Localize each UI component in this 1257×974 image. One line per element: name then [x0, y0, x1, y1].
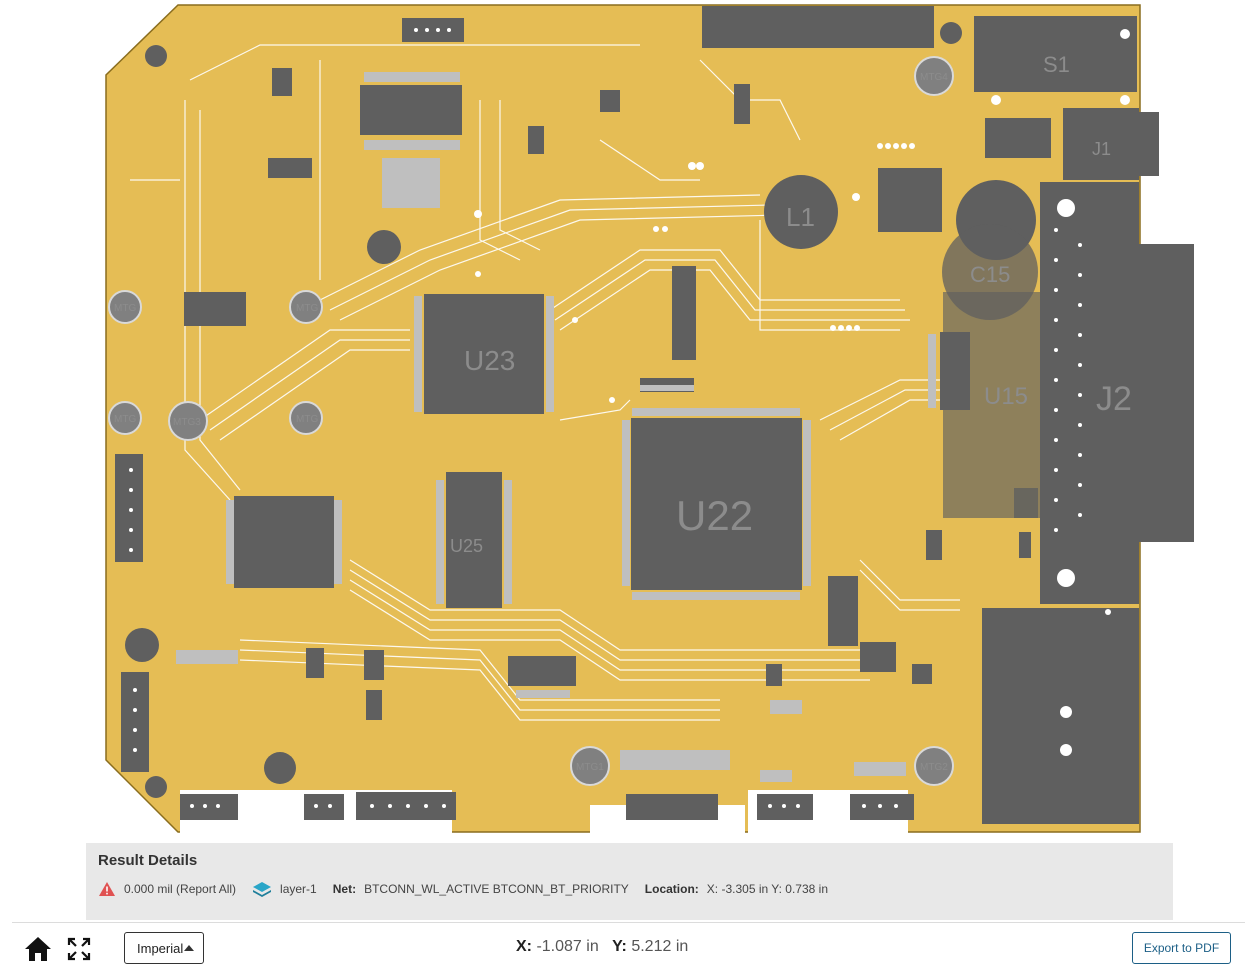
designator-c15[interactable]: C15 [970, 262, 1010, 287]
location-label: Location: [644, 882, 699, 896]
designator-mtg[interactable]: MTG [114, 414, 136, 425]
warning-triangle-icon [98, 881, 116, 897]
fit-screen-icon [67, 937, 91, 961]
result-details-panel: Result Details 0.000 mil (Report All) la… [86, 843, 1173, 920]
designator-j1[interactable]: J1 [1092, 139, 1111, 159]
result-details-title: Result Details [98, 852, 198, 869]
home-icon [25, 937, 51, 961]
export-pdf-button[interactable]: Export to PDF [1132, 932, 1231, 964]
pad-group [176, 72, 936, 782]
units-select[interactable]: Imperial [124, 932, 204, 964]
location-value: X: -3.305 in Y: 0.738 in [706, 882, 828, 896]
designator-mtg[interactable]: MTG [296, 303, 318, 314]
designator-u25[interactable]: U25 [450, 536, 483, 556]
connector-pin-group [129, 28, 1082, 808]
designator-mtg4[interactable]: MTG4 [920, 72, 948, 83]
pcb-canvas[interactable]: S1 L1 C15 U23 U22 U25 U15 J2 J1 MTG1 MTG… [0, 0, 1257, 840]
mounting-hole-group [108, 56, 954, 786]
layers-icon [252, 880, 272, 898]
designator-mtg[interactable]: MTG [114, 303, 136, 314]
designator-u22[interactable]: U22 [676, 492, 753, 539]
fit-screen-button[interactable] [67, 937, 91, 961]
designator-l1[interactable]: L1 [786, 202, 815, 232]
via-group [474, 29, 1130, 756]
designator-labels: S1 L1 C15 U23 U22 U25 U15 J2 J1 MTG1 MTG… [114, 52, 1132, 773]
designator-mtg3[interactable]: MTG3 [173, 417, 201, 428]
units-select-value: Imperial [137, 940, 184, 956]
designator-j2[interactable]: J2 [1096, 380, 1132, 418]
designator-mtg1[interactable]: MTG1 [576, 762, 604, 773]
designator-s1[interactable]: S1 [1043, 52, 1070, 77]
trace-group [130, 44, 960, 721]
designator-mtg2[interactable]: MTG2 [920, 762, 948, 773]
cursor-coordinates: X: -1.087 in Y: 5.212 in [516, 938, 688, 956]
result-details-row: 0.000 mil (Report All) layer-1 Net: BTCO… [98, 880, 1161, 898]
designator-mtg[interactable]: MTG [296, 414, 318, 425]
measurement-value: 0.000 mil (Report All) [124, 882, 237, 896]
home-button[interactable] [24, 935, 52, 963]
caret-up-icon [184, 945, 194, 951]
layer-value: layer-1 [280, 882, 317, 896]
designator-u15[interactable]: U15 [984, 383, 1028, 410]
net-label: Net: [332, 882, 357, 896]
y-value: 5.212 in [631, 938, 689, 955]
x-label: X: [516, 938, 532, 955]
x-value: -1.087 in [536, 938, 599, 955]
large-component-group [125, 22, 1075, 798]
net-value: BTCONN_WL_ACTIVE BTCONN_BT_PRIORITY [364, 882, 629, 896]
bottom-toolbar: Imperial X: -1.087 in Y: 5.212 in Export… [12, 922, 1245, 974]
y-label: Y: [612, 938, 627, 955]
designator-u23[interactable]: U23 [464, 345, 515, 376]
